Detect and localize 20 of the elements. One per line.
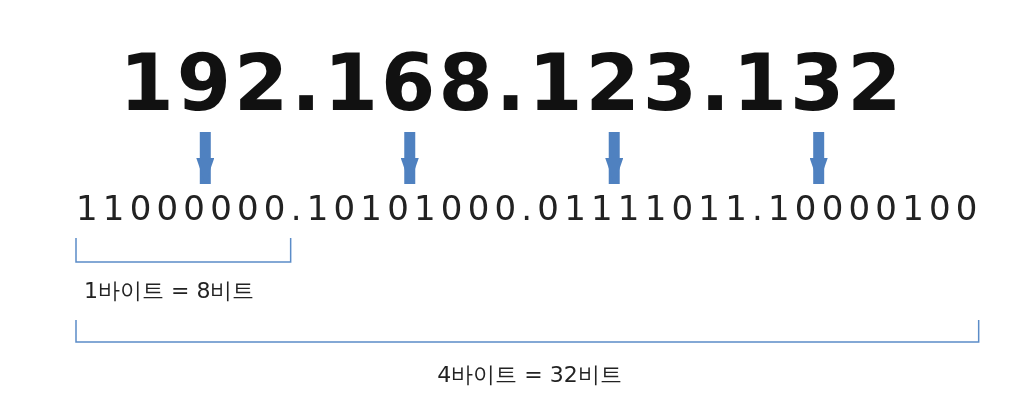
dot-separator: . — [700, 37, 733, 130]
binary-octet: 01111011 — [537, 184, 752, 232]
binary-octet: 11000000 — [76, 184, 291, 232]
down-arrow — [400, 132, 419, 184]
decimal-octet: 123 — [528, 34, 701, 132]
decimal-octet: 132 — [732, 34, 905, 132]
binary-octet: 10101000 — [306, 184, 522, 232]
down-arrow — [196, 132, 215, 184]
decimal-octet: 192 — [119, 34, 292, 132]
dot-separator: . — [291, 37, 324, 130]
dot-separator: . — [495, 37, 529, 130]
dot-separator: . — [752, 187, 768, 230]
size-label: 1바이트 = 8비트 — [84, 277, 255, 305]
size-label: 4바이트 = 32비트 — [437, 361, 622, 389]
down-arrow — [605, 132, 624, 184]
dot-separator: . — [521, 187, 538, 230]
dot-separator: . — [290, 187, 307, 230]
binary-octet: 10000100 — [768, 184, 983, 232]
decimal-octet: 168 — [323, 34, 496, 132]
down-arrow — [809, 132, 828, 184]
